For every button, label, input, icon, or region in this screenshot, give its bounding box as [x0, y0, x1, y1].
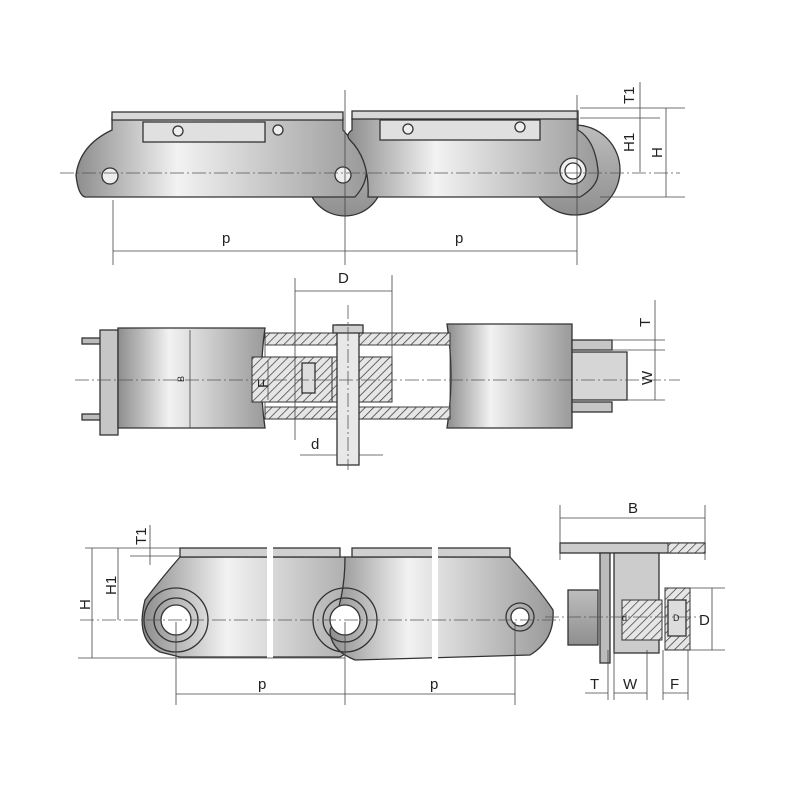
- top-plate-right: [351, 547, 511, 558]
- section-break: [432, 540, 438, 665]
- dim-h: H: [77, 599, 94, 610]
- pin-head: [334, 166, 352, 184]
- plan-view: D F B d T W: [75, 270, 680, 470]
- roller-label: D: [673, 613, 680, 623]
- roller-right: [446, 323, 573, 429]
- section-break: [267, 540, 273, 665]
- dim-W: W: [639, 370, 656, 385]
- bush-label: d: [622, 613, 627, 623]
- dim-p: p: [455, 230, 463, 247]
- dim-T: T: [637, 318, 654, 327]
- dim-t1: T1: [621, 86, 638, 104]
- bolt-hole: [402, 123, 414, 135]
- dim-F: F: [255, 379, 272, 388]
- top-plate-left: [179, 547, 341, 558]
- top-plate-left: [111, 111, 344, 121]
- bolt-hole: [514, 121, 526, 133]
- dim-D: D: [338, 270, 349, 287]
- dim-d: d: [311, 436, 319, 453]
- dim-t1: T1: [133, 527, 150, 545]
- dim-h1: H1: [621, 133, 638, 152]
- bearing-roller: [301, 362, 316, 394]
- dim-p: p: [222, 230, 230, 247]
- dim-W: W: [623, 676, 638, 693]
- roller-left: [117, 327, 266, 429]
- side-roller: [567, 589, 599, 646]
- dim-B: B: [628, 500, 638, 517]
- dim-F: F: [670, 676, 679, 693]
- bush-bore: [564, 162, 582, 180]
- dim-p: p: [430, 676, 438, 693]
- side-view-bottom: H H1 T1 p p: [77, 525, 560, 705]
- dim-D: D: [699, 612, 710, 629]
- bolt-hole: [172, 125, 184, 137]
- bolt-hole: [272, 124, 284, 136]
- dim-p: p: [258, 676, 266, 693]
- pin-head: [101, 167, 119, 185]
- top-plate-right: [351, 110, 579, 120]
- side-view-top: p p T1 H1 H: [60, 82, 685, 265]
- end-view: d D B D T W F: [545, 500, 725, 700]
- mount-bar-right: [379, 119, 541, 141]
- dim-h1: H1: [103, 576, 120, 595]
- end-plate: [99, 329, 119, 436]
- dim-B: B: [176, 376, 186, 382]
- dim-h: H: [649, 147, 666, 158]
- bearing-housing: [251, 356, 333, 403]
- mount-bar-left: [142, 121, 266, 143]
- bush-section: [621, 599, 663, 641]
- dim-T: T: [590, 676, 599, 693]
